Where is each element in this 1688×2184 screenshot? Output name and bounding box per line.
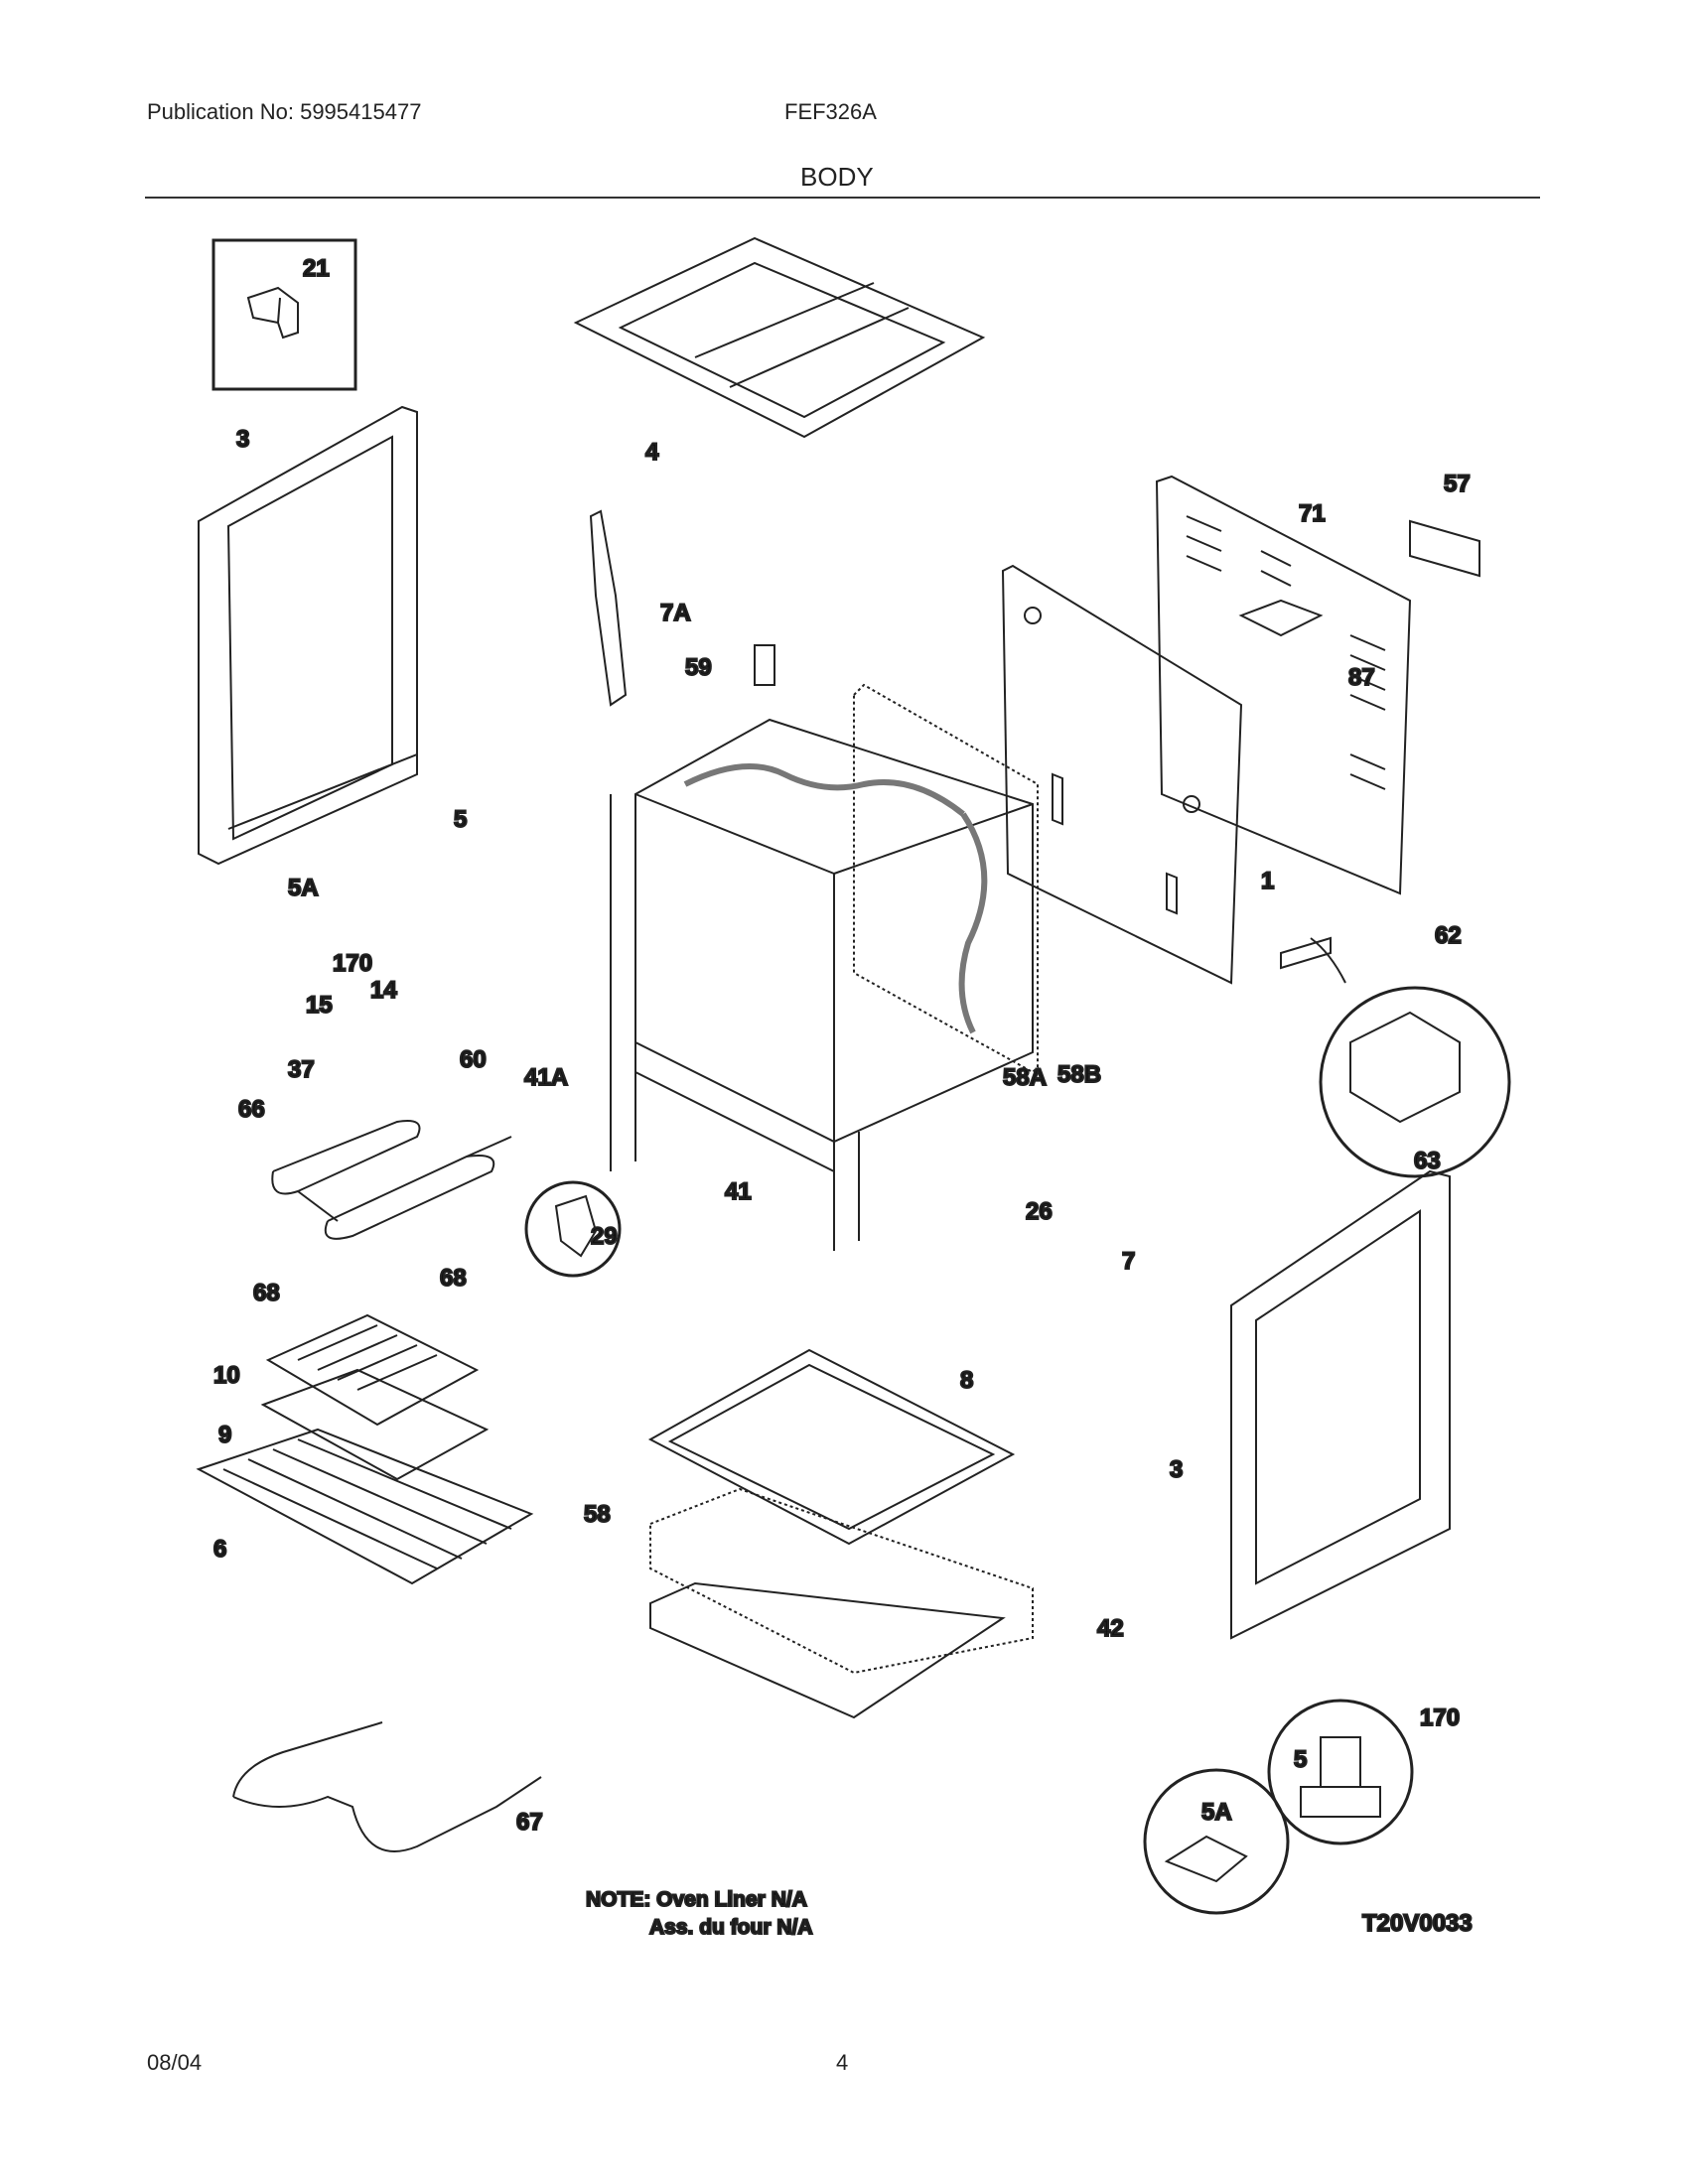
part-8-oven-bottom	[647, 1348, 1016, 1546]
callout-8: 8	[960, 1367, 973, 1394]
callout-60: 60	[460, 1046, 487, 1073]
publication-number: Publication No: 5995415477	[147, 99, 422, 124]
callout-1: 1	[1261, 868, 1274, 894]
callout-63: 63	[1414, 1148, 1441, 1174]
part-10-broil-pan-grid	[265, 1313, 480, 1427]
callout-5-left: 5	[454, 806, 467, 833]
part-6-oven-rack	[196, 1428, 534, 1585]
callout-3-left: 3	[236, 426, 249, 453]
page-number: 4	[836, 2050, 849, 2075]
callout-41a: 41A	[524, 1064, 568, 1091]
callout-4: 4	[645, 439, 659, 466]
callout-67: 67	[516, 1809, 543, 1836]
callout-42: 42	[1097, 1615, 1124, 1642]
oven-cavity-body	[610, 718, 1034, 1251]
note-line-2: Ass. du four N/A	[649, 1916, 813, 1939]
part-4-top-panel	[573, 236, 986, 439]
callout-41: 41	[725, 1178, 752, 1205]
callout-9: 9	[218, 1422, 231, 1448]
part-58-insulation	[649, 1487, 1034, 1675]
footer-date: 08/04	[147, 2050, 203, 2075]
section-title: BODY	[800, 162, 874, 192]
callout-59: 59	[685, 654, 712, 681]
part-3-side-panel-right	[1230, 1169, 1451, 1640]
callout-58a: 58A	[1003, 1064, 1047, 1091]
callout-14: 14	[370, 977, 397, 1004]
callout-62: 62	[1435, 922, 1462, 949]
callout-58: 58	[584, 1501, 611, 1528]
part-3-side-panel-left	[198, 405, 418, 866]
part-7a-bracket	[589, 509, 628, 707]
callout-7: 7	[1122, 1248, 1135, 1275]
callout-29: 29	[591, 1223, 618, 1250]
part-5-leg-detail	[1267, 1699, 1414, 1845]
callout-170-left: 170	[333, 950, 372, 977]
part-67-bake-element	[232, 1721, 542, 1852]
callout-3-right: 3	[1170, 1456, 1183, 1483]
diagram-code: T20V0033	[1362, 1910, 1473, 1937]
header-rule	[145, 197, 1540, 199]
callout-5-right: 5	[1294, 1746, 1307, 1773]
callout-26: 26	[1026, 1198, 1053, 1225]
callout-68-left: 68	[253, 1280, 280, 1306]
callout-10: 10	[213, 1362, 240, 1389]
part-59-stud	[754, 644, 775, 686]
callout-170-right: 170	[1420, 1705, 1460, 1731]
callout-66: 66	[238, 1096, 265, 1123]
part-57-label-plate	[1409, 519, 1480, 578]
part-71-rear-panel	[1155, 475, 1412, 895]
part-66-broil-element	[271, 1120, 512, 1240]
callout-57: 57	[1444, 471, 1471, 497]
part-21-inset	[211, 238, 357, 391]
part-29-clip-detail	[524, 1180, 622, 1278]
part-58b-insulation	[853, 683, 1039, 1074]
callout-5a-left: 5A	[288, 875, 319, 901]
callout-71: 71	[1299, 500, 1326, 527]
callout-6: 6	[213, 1536, 226, 1563]
callout-5a-right: 5A	[1201, 1799, 1232, 1826]
part-5a-leveler-detail	[1143, 1768, 1290, 1915]
part-1-rear-wall	[1001, 564, 1243, 985]
callout-68-right: 68	[440, 1265, 467, 1292]
part-42-bottom-panel	[649, 1581, 1006, 1719]
note-line-1: NOTE: Oven Liner N/A	[586, 1888, 807, 1911]
callout-15: 15	[306, 992, 333, 1019]
callout-37: 37	[288, 1056, 315, 1083]
part-62-terminal-block-detail	[1280, 936, 1511, 1178]
callout-21: 21	[303, 255, 330, 282]
callout-58b: 58B	[1057, 1061, 1101, 1088]
part-9-broil-pan	[260, 1368, 490, 1481]
callout-7a: 7A	[660, 600, 691, 626]
part-87-bracket	[1238, 599, 1324, 637]
callout-87: 87	[1348, 664, 1375, 691]
model-number: FEF326A	[784, 99, 877, 124]
